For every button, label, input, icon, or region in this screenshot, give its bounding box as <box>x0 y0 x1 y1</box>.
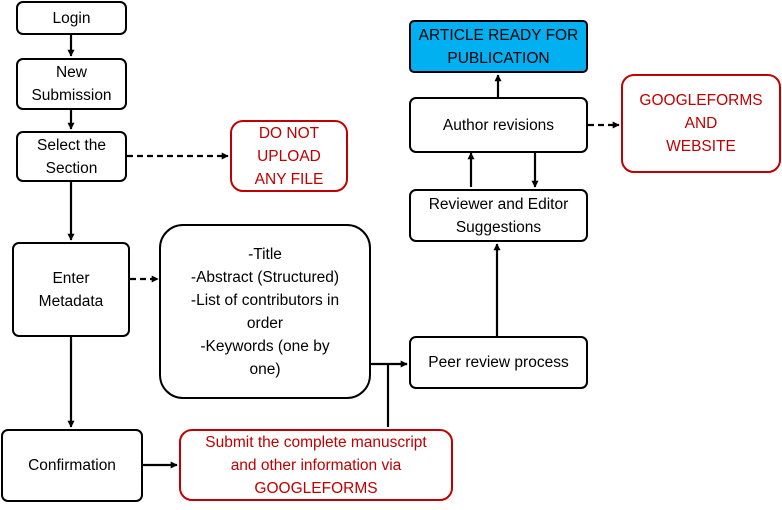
googleforms-website-box: GOOGLEFORMS AND WEBSITE <box>621 74 781 173</box>
submit-googleforms-box: Submit the complete manuscript and other… <box>179 429 453 501</box>
confirmation-box: Confirmation <box>1 429 143 502</box>
do-not-upload-box: DO NOT UPLOAD ANY FILE <box>230 120 348 192</box>
article-ready-box: ARTICLE READY FOR PUBLICATION <box>409 20 588 73</box>
author-revisions-box: Author revisions <box>409 97 588 153</box>
metadata-fields-box: -Title -Abstract (Structured) -List of c… <box>159 224 371 399</box>
login-box: Login <box>16 1 127 35</box>
select-section-box: Select the Section <box>16 131 127 182</box>
enter-metadata-box: Enter Metadata <box>12 242 130 337</box>
reviewer-editor-box: Reviewer and Editor Suggestions <box>409 189 588 242</box>
peer-review-box: Peer review process <box>409 336 588 389</box>
new-submission-box: New Submission <box>16 58 127 110</box>
